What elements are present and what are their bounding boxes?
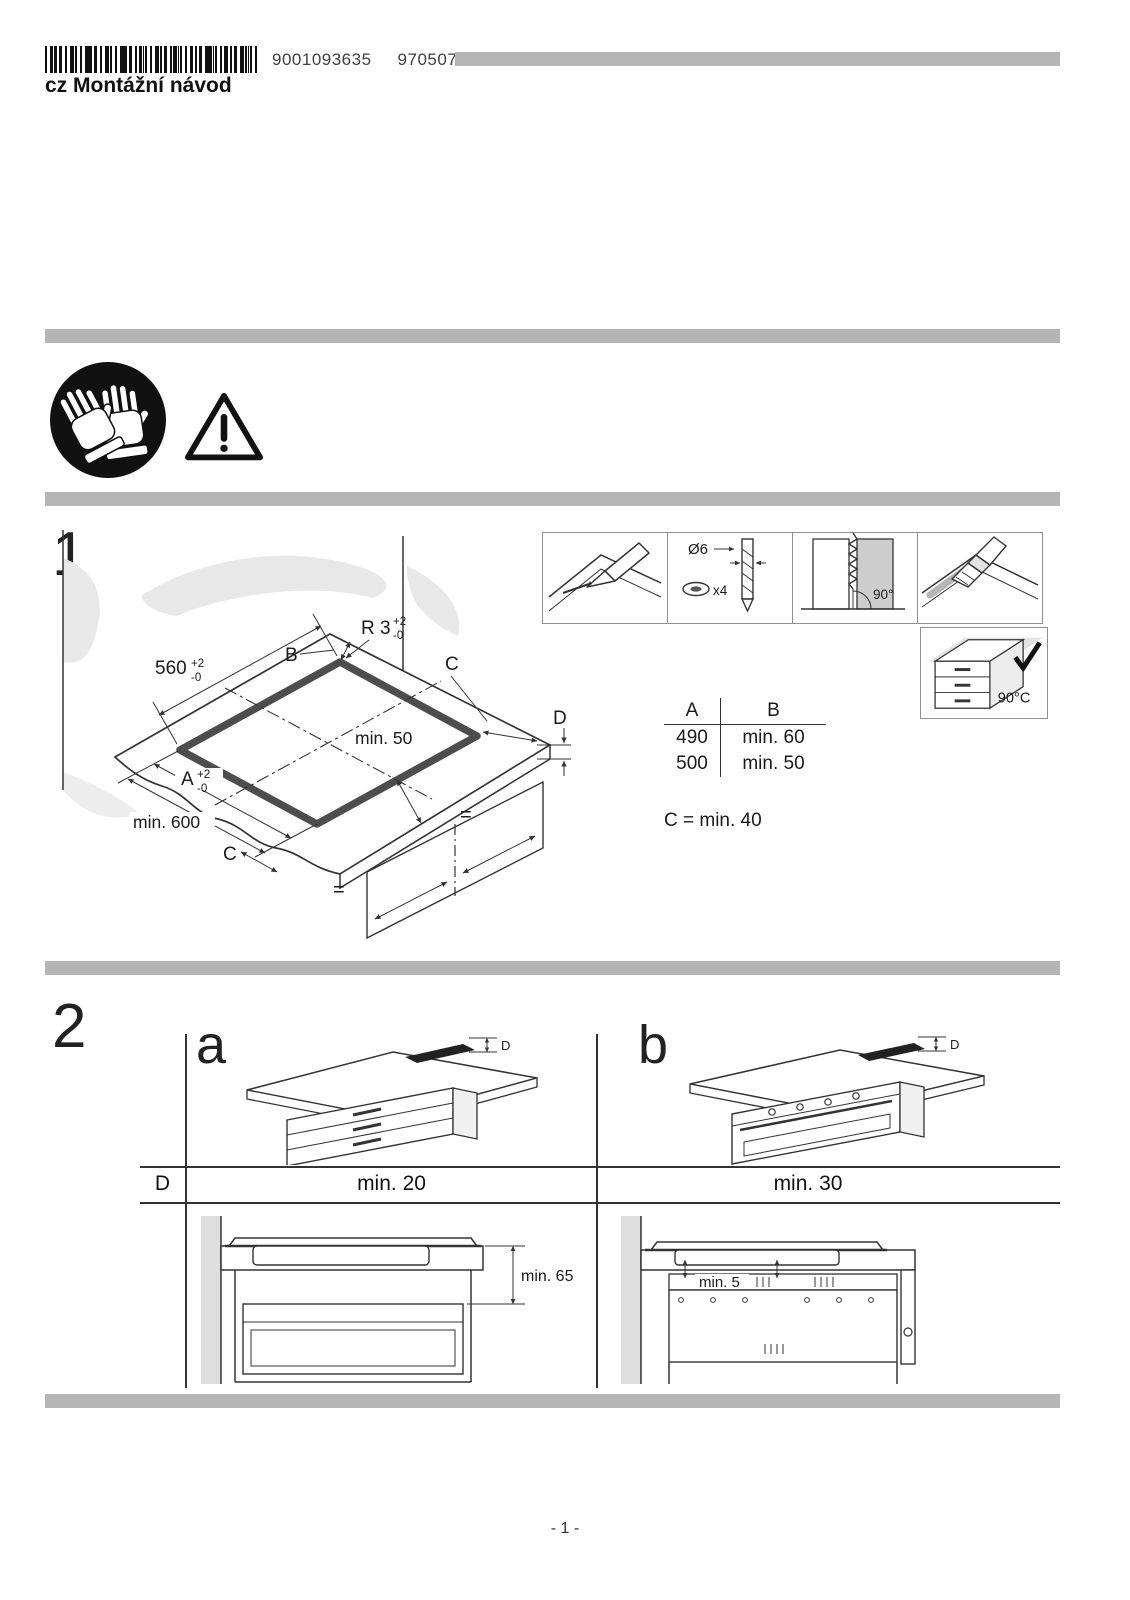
table-header-a: A [685,700,699,721]
dim-r3: R 3 [361,618,391,639]
table-row: 490 min. 60 [664,725,826,751]
worktop-cutout-diagram: = = 560 +2 -0 B R 3 +2 -0 C D min. 50 [62,530,571,940]
clearance-value-b: min. 30 [773,1172,843,1195]
dim-c-top: C [445,654,459,675]
dim-min600: min. 600 [133,812,200,832]
dim-min65: min. 65 [521,1268,574,1285]
barcode [45,46,257,73]
dim-d-a: D [501,1038,510,1053]
table-cell-a1: 490 [676,727,708,748]
panel-seal-edges [917,532,1043,624]
saw-angle-label: 90° [873,587,893,602]
seal-temp-label: 90°C [998,690,1031,706]
step-2-number: 2 [52,992,87,1061]
dim-d-b: D [950,1037,959,1052]
equal-sign-bottom: = [333,879,345,901]
dimension-table-header: A B [664,698,826,725]
dimension-table: A B 490 min. 60 500 min. 50 [664,698,826,777]
print-code: 970507 [397,50,458,69]
warning-triangle-icon [185,392,263,461]
separator-bar-2 [45,492,1060,506]
heat-resistance-illustration: 90°C [929,637,1043,710]
page-number: - 1 - [550,1520,580,1537]
equal-sign-top: = [460,804,472,826]
title-text: Montážní návod [73,74,232,97]
dim-560-sup: +2 [191,658,204,670]
column-divider-line [596,1034,598,1388]
drawer-clearance-diagram: min. 65 [201,1216,574,1384]
table-header-b: B [720,698,826,724]
language-code: cz [45,74,68,97]
dim-a: A [181,769,194,790]
drawer-unit-diagram: D [246,1037,538,1165]
dim-d: D [553,708,567,729]
sealant-brush-illustration [921,536,1039,608]
checkmark-icon [1013,641,1042,673]
panel-drill-holes: Ø6 x4 [667,532,793,624]
dim-r3-sub: -0 [393,630,403,642]
dim-a-sub: -0 [197,783,207,795]
drill-illustration: Ø6 x4 [682,538,766,613]
table-cell-b2: min. 50 [720,751,826,777]
variant-b-label: b [638,1015,669,1075]
table-cell-b1: min. 60 [720,725,826,751]
oven-unit-diagram: D [689,1036,985,1165]
page-title: cz Montážní návod [45,74,232,98]
separator-bar-3 [45,961,1060,975]
print-codes: 9001093635 970507 [272,50,483,70]
separator-bar-4 [45,1394,1060,1408]
panel-mark-cutout [542,532,668,624]
dim-min50: min. 50 [355,728,413,748]
gloves-icon [50,362,166,478]
header-separator-bar [455,52,1060,66]
drill-count-label: x4 [713,583,728,598]
instruction-panels: Ø6 x4 9 [542,532,1043,624]
oven-clearance-diagram: min. 5 [621,1216,916,1384]
pencil-marking-illustration [548,542,662,612]
clearance-value-a: min. 20 [357,1172,426,1195]
clearance-table-top-line [140,1166,1060,1168]
table-note: C = min. 40 [664,810,762,831]
heat-resistance-panel: 90°C [920,627,1048,719]
separator-bar-1 [45,329,1060,343]
dim-a-sup: +2 [197,769,210,781]
table-row: 500 min. 50 [664,751,826,777]
saw-illustration: 90° [801,533,905,610]
variant-a-label: a [196,1015,227,1075]
dim-560: 560 [155,658,187,679]
dim-c-bottom: C [223,844,237,865]
dim-r3-sup: +2 [393,616,406,628]
dim-b: B [285,645,298,666]
barcode-number: 9001093635 [272,50,372,69]
panel-saw-cutout: 90° [792,532,918,624]
table-left-line [185,1034,187,1388]
clearance-table-bottom-line [140,1202,1060,1204]
table-cell-a2: 500 [676,753,708,774]
clearance-row-label: D [154,1172,171,1195]
drill-diameter-label: Ø6 [688,541,708,558]
dim-560-sub: -0 [191,672,201,684]
dim-min5: min. 5 [699,1274,740,1291]
